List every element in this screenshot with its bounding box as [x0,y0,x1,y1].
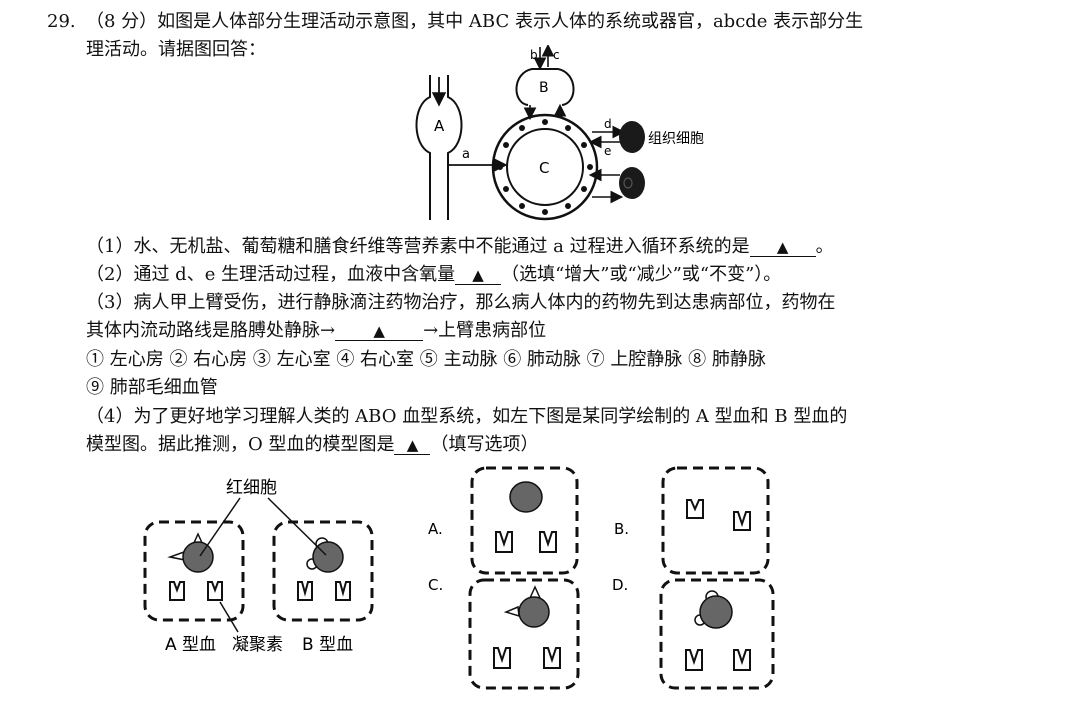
a-type-agglutinin-1 [169,581,185,601]
option-B-box[interactable] [661,466,770,575]
rbc-label: 红细胞 [226,478,277,498]
digestive-tube-left [415,75,431,220]
circulation-diagram: A a C B b c d e 组织细胞 [415,45,704,221]
a-type-box [143,520,245,622]
q4-line2-head: 模型图。据此推测，O 型血的模型图是 [86,434,395,455]
question-stem-line2: 理活动。请据图回答： [86,39,266,60]
q3-blank[interactable]: ▲ [335,322,424,341]
label-b: b [530,48,538,62]
option-A-rbc [509,481,543,513]
a-type-label: A 型血 [165,635,216,655]
option-A-agglutinin-1 [495,531,513,553]
label-C: C [539,159,549,177]
agglutinin-pointer [219,601,239,633]
circle-C-inner [506,128,584,206]
q2-text: （2）通过 d、e 生理活动过程，血液中含氧量 ▲ （选填“增大”或“减少”或“不变… [86,263,781,287]
q1-blank[interactable]: ▲ [749,238,816,257]
option-B-agglutinin-2 [733,511,751,531]
label-e: e [604,144,611,158]
q1-tail: 。 [815,236,834,257]
q4-line2: 模型图。据此推测，O 型血的模型图是 ▲ （填写选项） [86,433,538,457]
agglutinin-label: 凝聚素 [232,635,283,655]
q3-blank-marker: ▲ [373,322,385,340]
q4-line2-tail: （填写选项） [430,434,539,455]
option-C-box[interactable] [468,578,580,690]
b-type-label: B 型血 [302,635,353,655]
option-D-agglutinin-2 [733,649,751,671]
digestive-tube-right [447,75,463,220]
option-C-antigen [503,605,520,618]
option-A-agglutinin-2 [539,531,557,553]
options-line1: ① 左心房 ② 右心房 ③ 左心室 ④ 右心室 ⑤ 主动脉 ⑥ 肺动脉 ⑦ 上腔… [86,349,766,370]
option-C-label: C. [428,576,443,594]
options-line2: ⑨ 肺部毛细血管 [86,377,218,398]
b-type-agglutinin-1 [297,581,313,601]
q4-blank-marker: ▲ [406,436,419,454]
q2-head: （2）通过 d、e 生理活动过程，血液中含氧量 [86,264,456,285]
q4-line1: （4）为了更好地学习理解人类的 ABO 血型系统，如左下图是某同学绘制的 A 型… [86,406,848,427]
tissue-cell-lower-mark [623,177,633,189]
option-A-box[interactable] [470,466,579,575]
q3-line2-head: 其体内流动路线是胳膊处静脉→ [86,320,336,341]
label-d: d [604,117,612,131]
q2-blank[interactable]: ▲ [455,266,502,285]
option-D-label: D. [612,576,628,594]
label-a: a [462,147,470,162]
option-D-rbc [699,595,733,629]
option-C-agglutinin-1 [493,647,511,669]
tissue-cell-label: 组织细胞 [648,131,704,147]
q3-line1: （3）病人甲上臂受伤，进行静脉滴注药物治疗，那么病人体内的药物先到达患病部位，药… [86,292,836,313]
label-c: c [553,48,560,62]
q2-blank-marker: ▲ [472,266,484,284]
option-C-rbc [518,596,550,628]
blood-type-diagram: 红细胞 A 型血 凝聚素 B 型血 A. B. C. D. [143,466,775,690]
q1-blank-marker: ▲ [776,238,789,256]
q2-tail: （选填“增大”或“减少”或“不变”）。 [501,264,782,285]
rbc-pointer-b [267,497,327,556]
q3-line2-tail: →上臂患病部位 [423,320,547,341]
question-number: 29. [47,11,76,32]
b-type-agglutinin-2 [335,581,351,601]
option-C-agglutinin-2 [543,647,561,669]
circle-C-outer [491,113,599,221]
b-type-box [272,520,374,622]
rbc-pointer-a [199,497,241,557]
option-B-label: B. [614,520,629,538]
label-A: A [434,117,445,135]
q3-line2: 其体内流动路线是胳膊处静脉→ ▲ →上臂患病部位 [86,319,546,343]
option-D-agglutinin-1 [685,649,703,671]
option-B-agglutinin-1 [686,499,704,519]
option-D-box[interactable] [659,578,775,690]
a-type-agglutinin-2 [207,581,223,601]
question-stem-line1: （8 分）如图是人体部分生理活动示意图，其中 ABC 表示人体的系统或器官，ab… [86,11,864,32]
option-A-label: A. [428,520,443,538]
tissue-cell-upper [619,121,645,153]
a-type-rbc [182,541,214,573]
label-B: B [539,80,549,96]
q1-text: （1）水、无机盐、葡萄糖和膳食纤维等营养素中不能通过 a 过程进入循环系统的是 ▲… [86,235,834,259]
circle-C-dots [497,119,593,215]
q4-blank[interactable]: ▲ [394,436,431,455]
q1-body: （1）水、无机盐、葡萄糖和膳食纤维等营养素中不能通过 a 过程进入循环系统的是 [86,236,750,257]
